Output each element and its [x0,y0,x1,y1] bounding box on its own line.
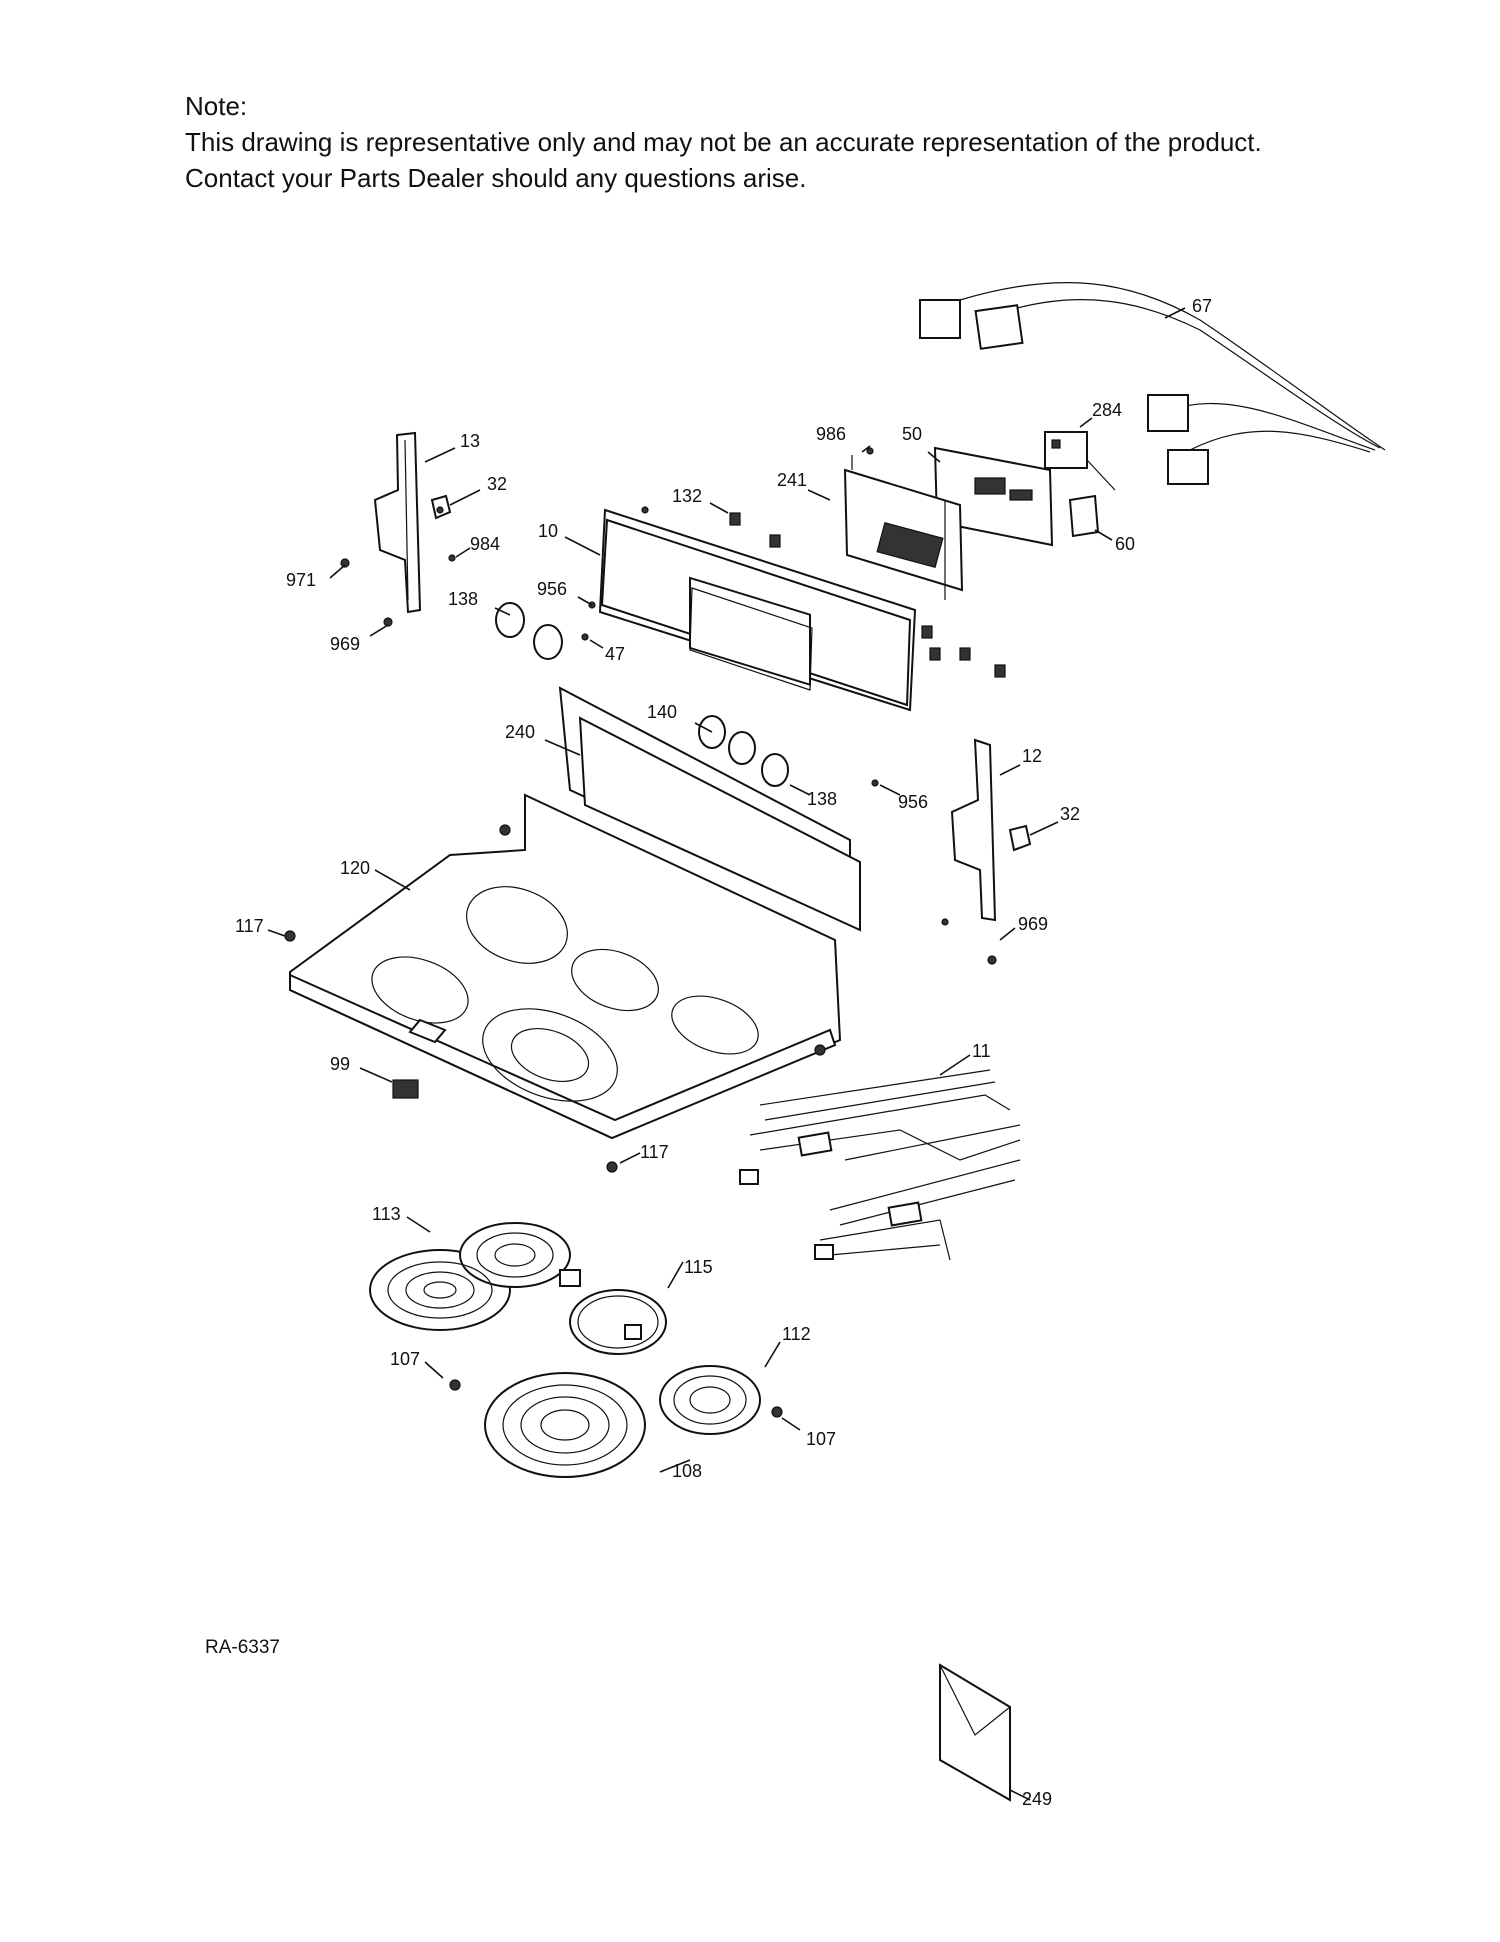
part-132-clips [641,506,781,548]
label-969-left: 969 [330,634,360,654]
part-12-side-trim [950,738,997,922]
label-986: 986 [816,424,846,444]
label-60: 60 [1115,534,1135,554]
part-10-control-panel [598,508,917,712]
part-32-bracket [430,494,452,520]
part-969-clip [383,617,393,627]
label-956-right: 956 [898,792,928,812]
part-108-large-element [484,1372,646,1478]
label-47: 47 [605,644,625,664]
label-120: 120 [340,858,370,878]
label-11: 11 [972,1041,991,1061]
label-10: 10 [538,521,558,541]
label-140: 140 [647,702,677,722]
label-249: 249 [1022,1789,1052,1809]
label-117-left: 117 [235,916,264,936]
label-138-right: 138 [807,789,837,809]
part-284-relay [1044,431,1116,491]
label-240: 240 [505,722,535,742]
part-113-dual-element [369,1222,581,1331]
part-60-label [1068,494,1100,538]
label-113: 113 [372,1204,401,1224]
label-284: 284 [1092,400,1122,420]
part-clips-right [921,625,1006,678]
part-249-envelope [939,1663,1011,1802]
label-956-left: 956 [537,579,567,599]
part-969-clip-right [941,918,997,965]
part-138-knobs-left [495,602,563,660]
label-50: 50 [902,424,922,444]
note-heading: Note: [185,91,248,121]
part-32-bracket-right [1008,824,1032,852]
part-986-screw [866,447,874,455]
label-132: 132 [672,486,702,506]
leader-lines [267,307,1186,1801]
label-13: 13 [460,431,480,451]
part-number-labels: 67 284 986 50 241 60 13 32 132 10 984 97… [235,296,1212,1809]
part-241-bracket [843,455,964,600]
label-107-left: 107 [390,1349,420,1369]
label-971: 971 [286,570,316,590]
part-99-terminal-block [392,1079,419,1099]
label-138-left: 138 [448,589,478,609]
label-112: 112 [782,1324,811,1344]
label-969-right: 969 [1018,914,1048,934]
part-984-screw [448,554,456,562]
part-112-element [659,1365,761,1435]
label-115: 115 [684,1257,713,1277]
note-line-2: Contact your Parts Dealer should any que… [185,163,807,193]
disclaimer-note: Note: This drawing is representative onl… [185,88,1262,196]
part-13-side-trim [373,431,422,614]
label-32-left: 32 [487,474,507,494]
part-240-backguard-trim [558,686,861,932]
label-99: 99 [330,1054,350,1074]
part-115-element-ring [569,1289,667,1355]
part-67-wire-harness [919,281,1386,485]
part-11-wiring-harness [739,1069,1021,1261]
note-line-1: This drawing is representative only and … [185,127,1262,157]
label-117-bottom: 117 [640,1142,669,1162]
label-108: 108 [672,1461,702,1481]
part-107-clips [449,1379,783,1418]
label-107-right: 107 [806,1429,836,1449]
label-32-right: 32 [1060,804,1080,824]
part-956-screw-right [871,779,879,787]
label-12: 12 [1022,746,1042,766]
label-984: 984 [470,534,500,554]
label-67: 67 [1192,296,1212,316]
part-120-cooktop [289,793,842,1140]
part-971-screw [340,558,350,568]
label-241: 241 [777,470,807,490]
part-47-screw [581,633,589,641]
drawing-reference: RA-6337 [205,1637,280,1658]
part-117-bumpers [284,824,826,1173]
